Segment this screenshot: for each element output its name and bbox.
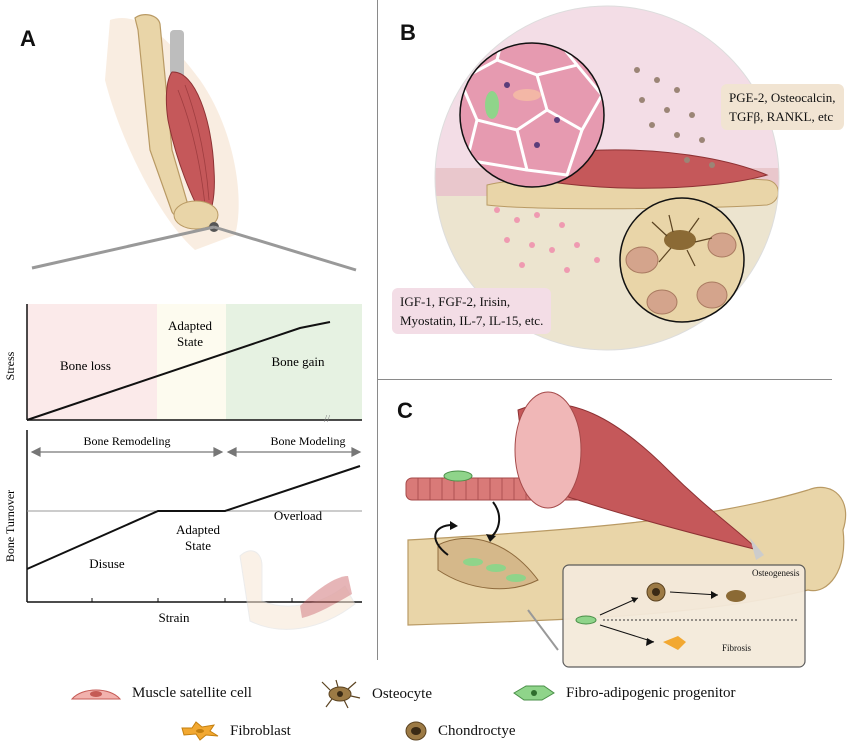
adapted-label-2: State — [177, 334, 203, 349]
legend-fibroblast: Fibroblast — [180, 720, 291, 742]
modeling-arrow — [226, 447, 362, 457]
adapted-label-1: Adapted — [168, 318, 213, 333]
legend-chondrocyte-label: Chondroctye — [438, 722, 516, 739]
fibrosis-label: Fibrosis — [722, 643, 752, 653]
curved-arrow-2 — [434, 524, 454, 556]
fap-on-fiber — [443, 470, 473, 482]
legend-chondrocyte: Chondroctye — [404, 720, 515, 742]
myokine-label-box: IGF-1, FGF-2, Irisin, Myostatin, IL-7, I… — [392, 288, 552, 334]
panel-label-c: C — [397, 398, 413, 423]
bone-gain-label: Bone gain — [271, 354, 325, 369]
bone-zoom-circle — [619, 197, 745, 323]
axis-break-mark: // — [324, 413, 331, 425]
turnover-adapted-2: State — [185, 538, 211, 553]
panel-label-b: B — [400, 20, 416, 45]
panel-c-illustration — [405, 391, 847, 668]
myokine-line-1: IGF-1, FGF-2, Irisin, — [400, 294, 511, 309]
tissue-background-bottom — [435, 190, 779, 350]
remodeling-arrow — [30, 447, 224, 457]
osteogenesis-label: Osteogenesis — [752, 568, 800, 578]
adapted-zone — [157, 304, 226, 420]
turnover-adapted-1: Adapted — [176, 522, 221, 537]
elbow-joint — [173, 200, 219, 230]
disuse-label: Disuse — [89, 556, 125, 571]
legend-satellite-label: Muscle satellite cell — [132, 684, 252, 701]
turnover-ylabel: Bone Turnover — [3, 490, 17, 562]
remodeling-label: Bone Remodeling — [84, 434, 171, 448]
modeling-label: Bone Modeling — [271, 434, 346, 448]
fibroblast-icon — [181, 721, 219, 741]
zoom-line-left — [31, 225, 215, 270]
myokine-line-2: Myostatin, IL-7, IL-15, etc. — [400, 313, 544, 328]
stress-ylabel: Stress — [3, 351, 17, 380]
overload-label: Overload — [274, 508, 323, 523]
panel-label-a: A — [20, 26, 36, 51]
stress-chart: Stress Bone loss Adapted State Bone gain… — [3, 304, 362, 425]
chondrocyte-icon — [405, 721, 427, 741]
horizontal-divider — [377, 379, 832, 380]
bone-loss-zone — [27, 304, 157, 420]
turnover-curve — [26, 465, 361, 570]
legend-fap-label: Fibro-adipogenic progenitor — [566, 684, 736, 701]
bone-gain-zone — [226, 304, 362, 420]
osteokine-label-box: PGE-2, Osteocalcin, TGFβ, RANKL, etc — [721, 84, 844, 130]
osteokine-line-1: PGE-2, Osteocalcin, — [729, 90, 836, 105]
legend-satellite: Muscle satellite cell — [70, 683, 252, 703]
muscle-factor-dots — [494, 207, 600, 273]
panel-a-arm-illustration — [31, 14, 357, 272]
fap-icon — [513, 685, 555, 701]
muscle-cross-section — [514, 391, 582, 509]
turnover-chart: Bone Remodeling Bone Modeling Bone Turno… — [3, 430, 362, 630]
bone-loss-label: Bone loss — [60, 358, 111, 373]
flexing-arm-sketch — [239, 550, 356, 630]
curved-arrow-1 — [489, 501, 501, 539]
inset-box — [562, 564, 806, 668]
zoom-line-right — [213, 225, 357, 272]
inset-connector — [527, 609, 559, 651]
bone-factor-dots — [634, 67, 715, 168]
strain-xlabel: Strain — [158, 610, 190, 625]
legend-fap: Fibro-adipogenic progenitor — [512, 683, 736, 703]
tendon — [170, 30, 184, 85]
osteocyte-icon — [321, 679, 361, 709]
osteokine-line-2: TGFβ, RANKL, etc — [729, 109, 834, 124]
legend-osteocyte: Osteocyte — [318, 678, 432, 710]
legend-osteocyte-label: Osteocyte — [372, 685, 432, 702]
stress-curve — [26, 321, 331, 421]
vertical-divider — [377, 0, 378, 660]
legend-fibroblast-label: Fibroblast — [230, 722, 291, 739]
satellite-cell-icon — [70, 689, 122, 700]
